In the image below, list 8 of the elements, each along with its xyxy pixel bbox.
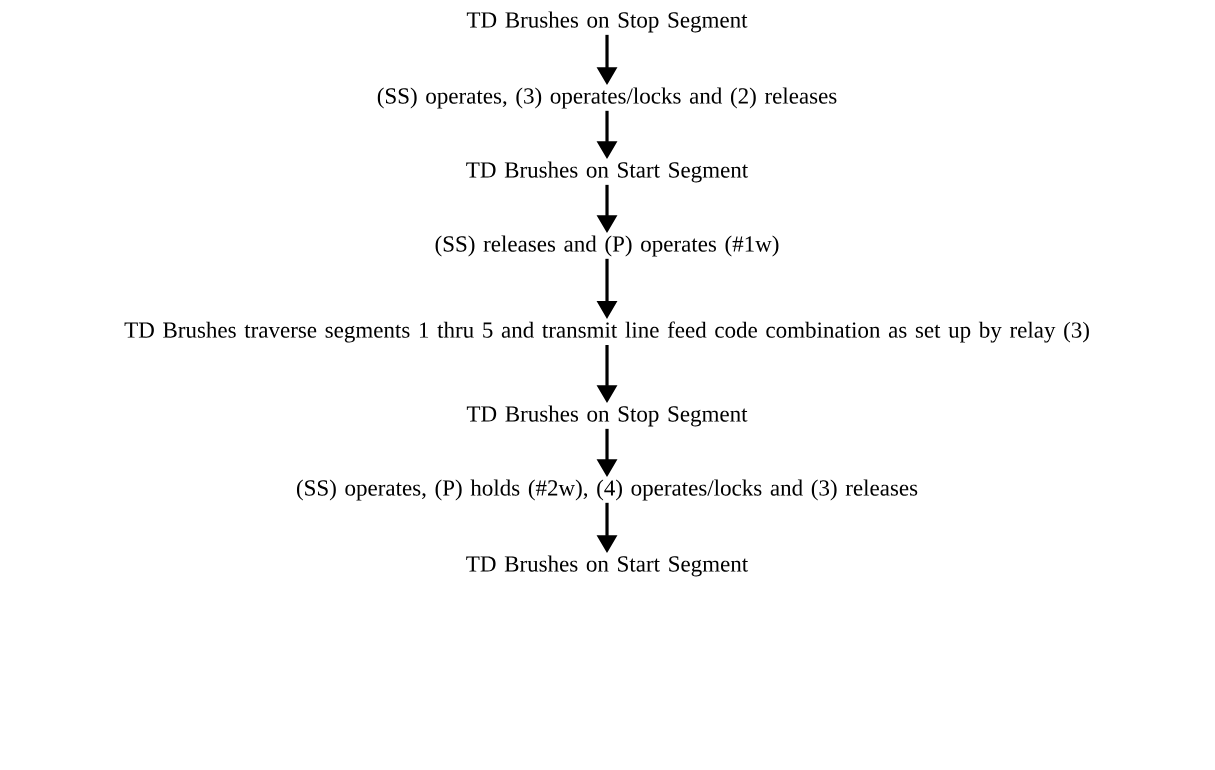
step-text: (SS) releases and (P) operates (#1w) [435,235,779,257]
step-text: TD Brushes on Start Segment [466,161,749,183]
step-text: TD Brushes on Stop Segment [466,405,748,427]
step-text: TD Brushes on Stop Segment [466,11,748,33]
step-text: TD Brushes traverse segments 1 thru 5 and transmit line feed code combination as set up by relay (3) [124,321,1089,343]
step-text: (SS) operates, (P) holds (#2w), (4) operates/locks and (3) releases [296,479,918,501]
step-text: (SS) operates, (3) operates/locks and (2) releases [377,87,837,109]
step-text: TD Brushes on Start Segment [466,555,749,577]
